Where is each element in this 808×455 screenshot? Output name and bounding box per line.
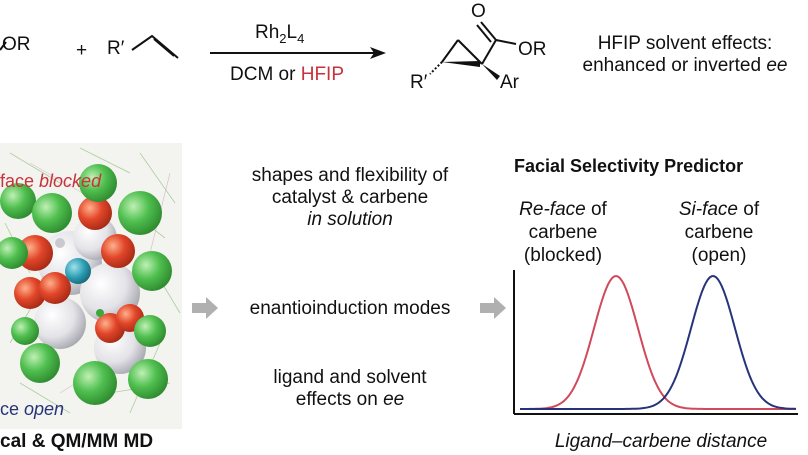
product-or-label: OR (518, 39, 547, 60)
alkene-r-label: R′ (107, 38, 125, 59)
middle-item-effects: ligand and solvent effects on ee (273, 367, 427, 410)
catalyst-label: Rh2L4 (255, 22, 305, 46)
reaction-arrow-icon (210, 47, 386, 59)
reactant1-fragment: OR (2, 34, 31, 55)
alkene-structure (131, 34, 179, 59)
predictor-title: Facial Selectivity Predictor (514, 156, 744, 176)
product-carbonyl-o: O (471, 1, 486, 22)
plot-x-label: Ligand–carbene distance (554, 431, 768, 452)
product-structure (429, 21, 517, 80)
si-face-curve (520, 275, 797, 410)
middle-item-modes: enantioinduction modes (249, 298, 451, 319)
md-bottom-label: ce open (0, 399, 65, 419)
plus-sign: + (76, 40, 88, 61)
si-face-label: Si-face of carbene (open) (678, 199, 760, 266)
hfip-note: HFIP solvent effects: enhanced or invert… (582, 33, 788, 76)
middle-item-shapes: shapes and flexibility of catalyst & car… (251, 165, 449, 230)
reactant1-bond (0, 41, 7, 51)
distribution-plot (513, 270, 798, 415)
product-ar-label: Ar (500, 72, 519, 93)
re-face-curve (520, 274, 796, 410)
md-snapshot-image (0, 143, 182, 429)
md-caption: cal & QM/MM MD (0, 431, 154, 452)
right-arrow-icon (192, 297, 218, 319)
re-face-label: Re-face of carbene (blocked) (519, 199, 607, 266)
product-r-label: R′ (410, 72, 428, 93)
right-arrow-icon (480, 297, 506, 319)
solvent-label: DCM or HFIP (230, 64, 345, 85)
md-top-label: face blocked (0, 171, 102, 191)
